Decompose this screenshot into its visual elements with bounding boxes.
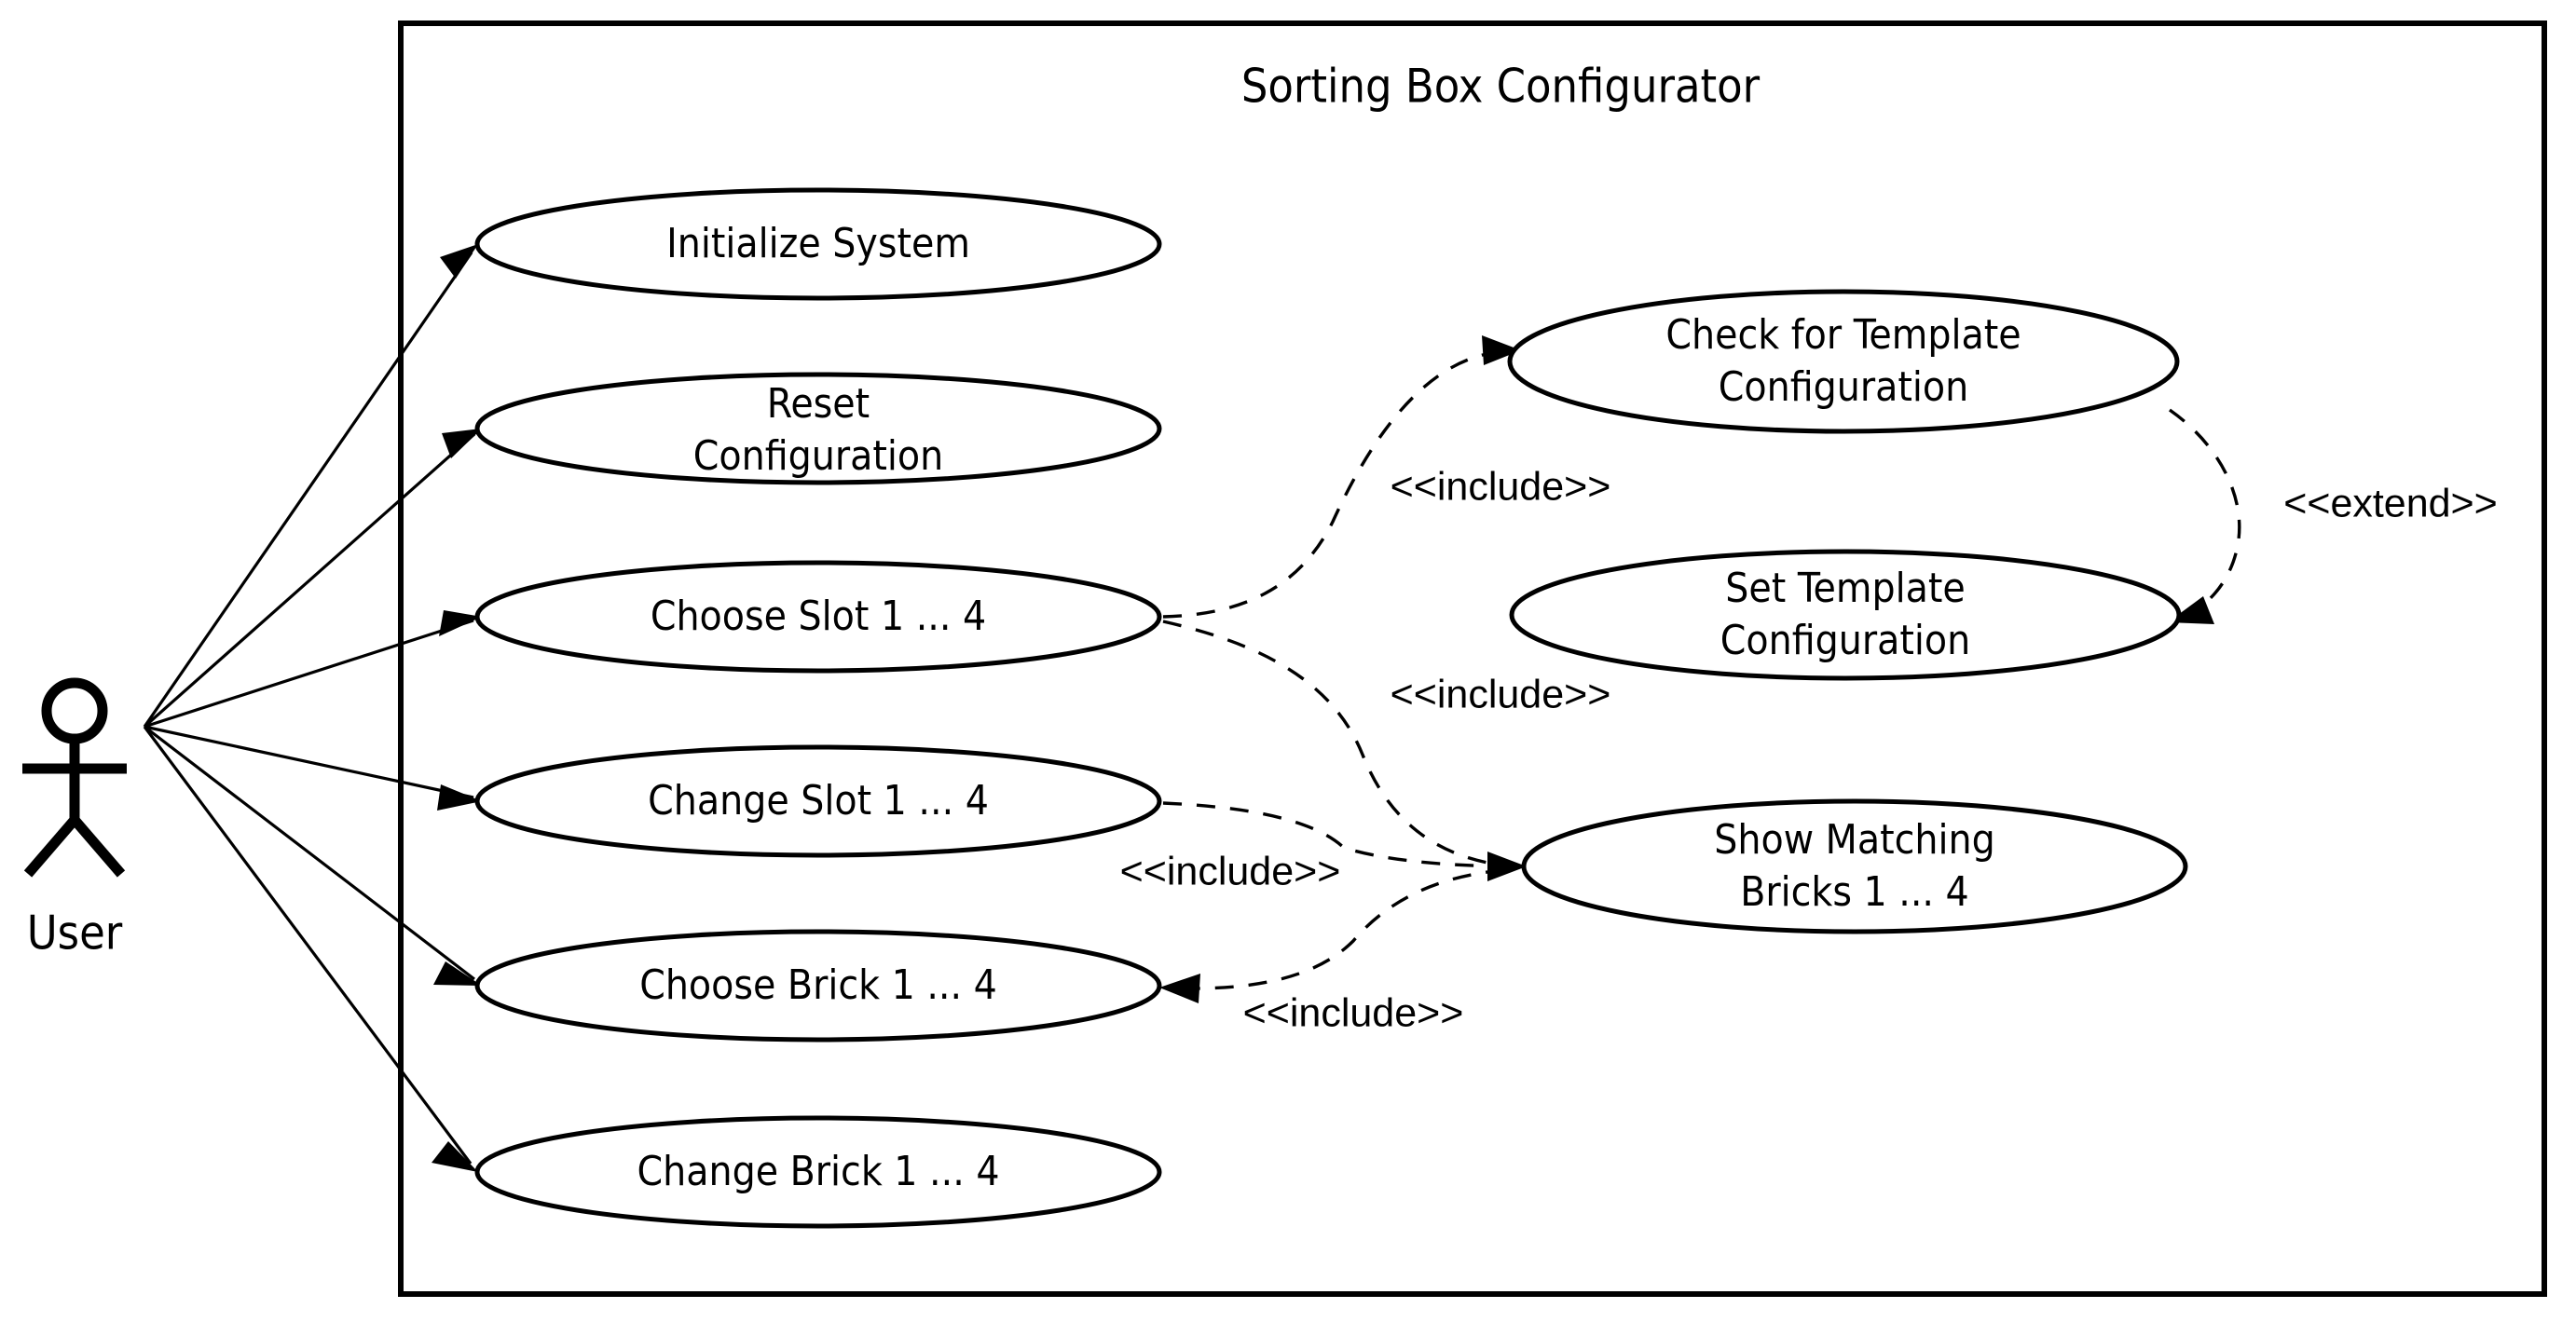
stereotype-label-extend-check-template-set-template: <<extend>> (2283, 481, 2498, 525)
dependency-check-template-to-set-template[interactable] (2168, 408, 2241, 624)
arrowhead-icon (433, 961, 482, 986)
use-case-ellipse (474, 929, 1162, 1043)
use-case-ellipse (474, 1115, 1162, 1229)
use-case-label-line2: Bricks 1 ... 4 (1740, 868, 1969, 916)
association-user-change-slot[interactable] (144, 725, 482, 811)
actor-right-leg-icon (70, 816, 126, 878)
dependency-choose-slot-to-check-template[interactable] (1162, 335, 1521, 619)
use-case-label: Initialize System (666, 220, 970, 267)
use-case-choose-brick[interactable]: Choose Brick 1 ... 4 (474, 929, 1162, 1043)
arrowhead-icon (439, 610, 482, 636)
arrowhead-icon (442, 429, 482, 458)
arrowhead-icon (437, 784, 482, 811)
use-case-label-line2: Configuration (693, 432, 943, 480)
stereotype-label-include-choose-slot-show-bricks: <<include>> (1391, 672, 1611, 716)
use-case-label: Change Brick 1 ... 4 (637, 1148, 999, 1195)
actor-user[interactable]: User (22, 677, 127, 961)
association-user-choose-brick[interactable] (144, 725, 482, 986)
association-user-reset-configuration[interactable] (143, 429, 482, 729)
use-case-label: Change Slot 1 ... 4 (648, 777, 989, 825)
use-case-label-line2: Configuration (1720, 617, 1970, 664)
association-user-choose-slot[interactable] (144, 610, 482, 729)
use-case-ellipse (474, 187, 1162, 301)
use-case-initialize-system[interactable]: Initialize System (474, 187, 1162, 301)
system-boundary-box (398, 20, 2547, 1297)
use-case-ellipse (1507, 289, 2180, 434)
use-case-ellipse (1521, 798, 2188, 934)
use-case-label-line1: Reset (767, 380, 870, 428)
association-lines (143, 244, 482, 1172)
arrowhead-icon (432, 1141, 478, 1172)
arrowhead-icon (1159, 974, 1200, 1003)
association-user-change-brick[interactable] (143, 726, 478, 1172)
use-case-set-template[interactable]: Set Template Configuration (1509, 549, 2182, 681)
use-case-label: Choose Brick 1 ... 4 (639, 961, 997, 1009)
actor-head-icon (41, 677, 108, 744)
actor-left-leg-icon (23, 816, 79, 878)
stereotype-label-include-choose-slot-check-template: <<include>> (1391, 464, 1611, 509)
use-case-ellipse (474, 744, 1162, 858)
use-case-ellipse (1509, 549, 2182, 681)
arrowhead-icon (1482, 335, 1521, 365)
dependency-choose-slot-to-show-bricks[interactable] (1162, 620, 1505, 867)
stereotype-label-include-change-slot-show-bricks: <<include>> (1120, 849, 1341, 893)
use-case-label: Choose Slot 1 ... 4 (651, 593, 986, 640)
arrowhead-icon (1487, 852, 1527, 881)
dependency-show-bricks-to-choose-brick[interactable] (1159, 868, 1505, 1003)
use-case-ellipse (474, 372, 1162, 485)
use-case-label-line1: Show Matching (1714, 816, 1994, 864)
use-case-label-line1: Check for Template (1665, 311, 2021, 359)
use-case-change-slot[interactable]: Change Slot 1 ... 4 (474, 744, 1162, 858)
use-case-label-line1: Set Template (1725, 565, 1965, 612)
use-case-ellipse (474, 560, 1162, 674)
arrowhead-icon (440, 244, 478, 279)
stereotype-label-include-show-bricks-choose-brick: <<include>> (1243, 990, 1464, 1035)
system-title: Sorting Box Configurator (1241, 60, 1761, 114)
actor-user-label: User (27, 906, 123, 961)
use-case-check-template[interactable]: Check for Template Configuration (1507, 289, 2180, 434)
use-case-choose-slot[interactable]: Choose Slot 1 ... 4 (474, 560, 1162, 674)
use-case-reset-configuration[interactable]: Reset Configuration (474, 372, 1162, 485)
use-case-change-brick[interactable]: Change Brick 1 ... 4 (474, 1115, 1162, 1229)
use-case-label-line2: Configuration (1719, 363, 1968, 411)
dependency-change-slot-to-show-bricks[interactable] (1162, 801, 1527, 881)
use-case-show-matching-bricks[interactable]: Show Matching Bricks 1 ... 4 (1521, 798, 2188, 934)
association-user-initialize-system[interactable] (143, 244, 478, 728)
